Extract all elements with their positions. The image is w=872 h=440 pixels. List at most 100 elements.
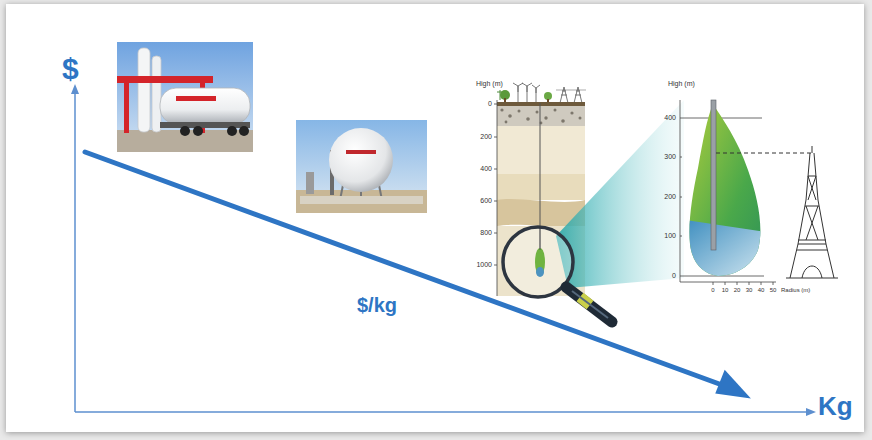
cavern-profile [680, 100, 812, 285]
tick-label: 0 [711, 287, 714, 294]
cavern-profile-part-part [686, 100, 766, 280]
cavern-profile-part-part [713, 282, 714, 285]
magnifier-part-part [540, 228, 541, 250]
sphere-tank-photo-part [300, 196, 423, 204]
geology-profile-part [497, 174, 585, 200]
frame-part [6, 4, 864, 432]
axis-symbol: $ [62, 52, 79, 87]
geology-profile-part-part [570, 111, 573, 114]
truck-photo-part [152, 56, 161, 132]
cavern-profile-part-part [749, 282, 750, 285]
magnifier-part [535, 228, 545, 277]
geology-profile-part [497, 106, 585, 126]
geology-profile-part-part [574, 87, 582, 103]
sphere-tank-photo-part [296, 120, 427, 213]
truck-photo-part [227, 126, 237, 136]
truck-photo-part [124, 83, 129, 133]
zoom-wedge [556, 100, 684, 288]
cavern-profile-part-part [680, 157, 682, 158]
tick-label: 20 [734, 287, 741, 294]
eiffel-tower-part [797, 244, 827, 250]
truck-photo-part [180, 126, 190, 136]
cavern-profile-part-part [680, 282, 776, 283]
tick-label: 30 [746, 287, 753, 294]
geology-profile-part-part [561, 119, 565, 123]
magnifier [503, 227, 612, 322]
eiffel-tower-part [790, 153, 834, 278]
sphere-tank-photo-part [306, 172, 314, 194]
cavern-profile-part-part [725, 282, 726, 285]
geology-profile-part-part [554, 109, 557, 112]
sphere-tank-photo-part [346, 150, 376, 154]
geology-profile-part [497, 100, 498, 296]
axis-title: Radius (m) [781, 287, 810, 294]
cavern-profile-part-part [761, 282, 762, 285]
sphere-tank-photo-part [329, 128, 393, 192]
cost-trend-arrow-part [715, 369, 754, 399]
geology-profile-part-part [494, 169, 497, 170]
zoom-wedge-part [556, 100, 684, 288]
tick-label: 100 [664, 232, 676, 240]
tick-label: 10 [722, 287, 729, 294]
eiffel-tower-part [786, 278, 838, 279]
axes-part [71, 84, 79, 94]
geology-profile-part-part [500, 108, 503, 111]
eiffel-tower [786, 146, 838, 278]
tick-label: 40 [758, 287, 765, 294]
geology-profile-part-part [560, 87, 568, 103]
truck-photo [117, 42, 253, 152]
eiffel-tower-part [798, 176, 826, 240]
tick-label: 800 [480, 229, 492, 237]
truck-photo-part [117, 42, 253, 152]
tick-label: 300 [664, 153, 676, 161]
cavern-profile-part [686, 100, 766, 280]
geology-profile-part [500, 108, 581, 124]
magnifier-part-part [535, 248, 545, 276]
geology-profile-part-part [494, 201, 497, 202]
truck-photo-part [160, 88, 250, 124]
tick-label: 200 [480, 133, 492, 141]
eiffel-tower-part [806, 176, 818, 240]
cavern-profile-part [680, 100, 776, 285]
axis-label: Kg [818, 392, 853, 422]
geology-profile-part-part [526, 117, 530, 121]
cavern-profile-part-part [773, 282, 774, 285]
magnifier-part [572, 291, 608, 318]
geology-profile-part-part [494, 265, 497, 266]
axes-part [74, 92, 76, 412]
eiffel-tower-part [802, 266, 822, 278]
geology-profile-part-part [536, 111, 539, 114]
truck-photo-part [117, 76, 213, 83]
tick-label: 600 [480, 197, 492, 205]
truck-photo-part [160, 122, 250, 128]
axes-part [806, 408, 816, 416]
tick-label: 0 [488, 100, 492, 108]
geology-profile-part [497, 126, 585, 174]
geology-profile-part-part [579, 117, 582, 120]
eiffel-tower-part [812, 146, 813, 153]
cavern-profile-part-part [680, 100, 681, 282]
tick-label: 200 [664, 193, 676, 201]
cavern-profile-part-part [737, 282, 738, 285]
cavern-profile-part [716, 153, 812, 154]
sphere-tank-photo [296, 120, 427, 213]
geology-profile-part-part [513, 83, 523, 92]
geology-profile-part-part [556, 90, 586, 91]
geology-profile-part-part [522, 83, 532, 92]
tick-label: 1000 [476, 261, 492, 269]
trend-label: $/kg [357, 294, 397, 317]
geology-profile-part-part [494, 137, 497, 138]
geology-profile-part-part [494, 233, 497, 234]
geology-profile-part-part [544, 116, 547, 119]
geology-profile-part-part [494, 104, 497, 105]
geology-profile-part [497, 102, 585, 106]
magnifier-part-part [536, 267, 544, 277]
geology-profile-part-part [508, 114, 512, 118]
geology-profile-part [513, 83, 586, 103]
tick-label: 50 [770, 287, 777, 294]
axis-title: High (m) [668, 80, 695, 88]
